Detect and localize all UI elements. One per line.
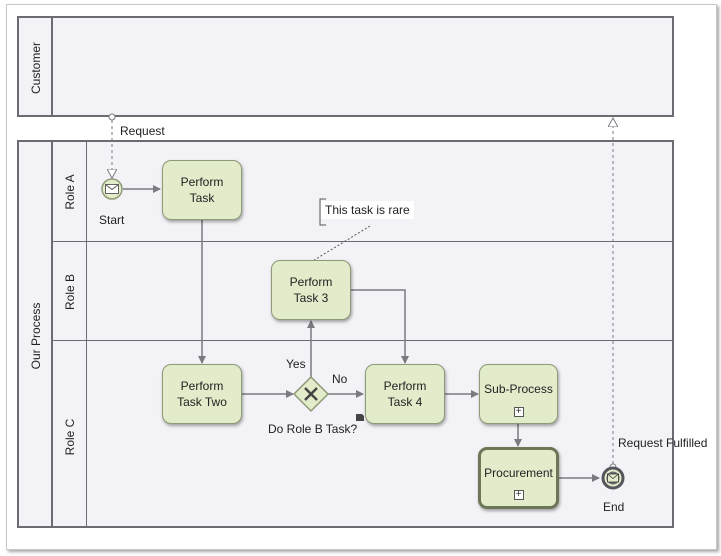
- process-pool-header: Our Process: [19, 142, 53, 526]
- lane-role-c-header: Role C: [53, 341, 87, 526]
- message-flow-request: [109, 113, 115, 177]
- start-event-label: Start: [99, 213, 125, 227]
- lane-role-b[interactable]: Role B: [53, 242, 672, 341]
- task-perform-task-two[interactable]: Perform Task Two: [162, 364, 242, 424]
- task-sub-process-label: Sub-Process: [484, 382, 553, 396]
- gateway-yes-label: Yes: [286, 357, 306, 371]
- lane-role-b-header: Role B: [53, 242, 87, 341]
- task-procurement[interactable]: Procurement +: [478, 447, 559, 509]
- lane-role-a-header: Role A: [53, 142, 87, 242]
- lane-role-c[interactable]: Role C: [53, 341, 672, 526]
- customer-pool[interactable]: Customer: [17, 16, 674, 117]
- note-icon: [356, 414, 364, 421]
- task-perform-task-3-label: Perform Task 3: [289, 275, 333, 305]
- annotation-association: [310, 225, 371, 263]
- task-perform-task-4[interactable]: Perform Task 4: [365, 364, 445, 424]
- expand-icon[interactable]: +: [513, 490, 524, 500]
- gateway-no-label: No: [332, 372, 348, 386]
- task-perform-task-3[interactable]: Perform Task 3: [271, 260, 351, 320]
- annotation-text: This task is rare: [321, 201, 414, 219]
- exclusive-gateway[interactable]: [292, 375, 330, 413]
- message-request-fulfilled-label: Request Fulfilled: [618, 436, 708, 450]
- task-perform-task-two-label: Perform Task Two: [177, 379, 227, 409]
- task-perform-task[interactable]: Perform Task: [162, 160, 242, 220]
- task-procurement-label: Procurement: [484, 466, 553, 480]
- annotation-bracket: [319, 198, 326, 226]
- expand-icon[interactable]: +: [513, 407, 524, 417]
- customer-pool-header: Customer: [19, 18, 53, 115]
- message-flow-request-fulfilled: [610, 119, 616, 471]
- task-perform-task-label: Perform Task: [180, 175, 224, 205]
- envelope-icon: [607, 473, 619, 483]
- envelope-icon: [105, 184, 119, 194]
- task-perform-task-4-label: Perform Task 4: [383, 379, 427, 409]
- lane-role-a[interactable]: Role A: [53, 142, 672, 242]
- lane-divider: [53, 340, 672, 341]
- lane-divider: [53, 241, 672, 242]
- end-event-label: End: [603, 500, 625, 514]
- task-sub-process[interactable]: Sub-Process +: [479, 364, 558, 424]
- flow-task-3-to-task-4: [351, 289, 409, 364]
- gateway-label: Do Role B Task?: [268, 422, 358, 436]
- message-request-label: Request: [120, 124, 165, 138]
